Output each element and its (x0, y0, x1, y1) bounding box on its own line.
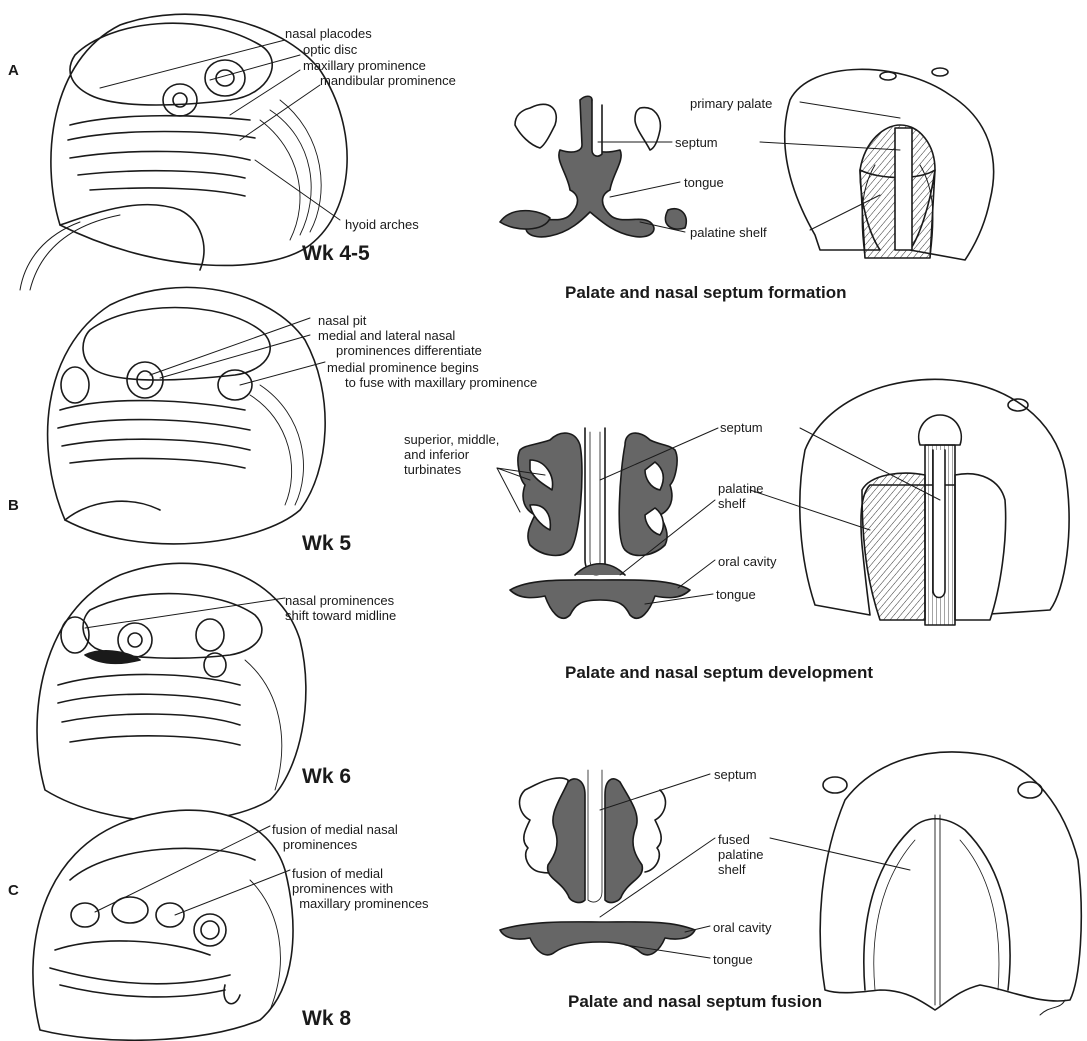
palate-development (800, 379, 1069, 625)
label-oral-cavity-development: oral cavity (718, 554, 777, 569)
caption-development: Palate and nasal septum development (565, 663, 873, 683)
label-tongue-development: tongue (716, 587, 756, 602)
label-nasal-pit: nasal pit (318, 313, 366, 328)
panel-letter-c: C (8, 882, 19, 899)
stage-wk5: Wk 5 (302, 532, 351, 556)
label-palatine-shelf-formation: palatine shelf (690, 225, 767, 240)
embryo-head-wk6 (37, 563, 306, 821)
label-shift-midline: nasal prominences shift toward midline (285, 593, 396, 623)
stage-wk6: Wk 6 (302, 765, 351, 789)
section-fusion (500, 770, 695, 955)
stage-wk8: Wk 8 (302, 1007, 351, 1031)
caption-fusion: Palate and nasal septum fusion (568, 992, 822, 1012)
label-hyoid-arches: hyoid arches (345, 217, 419, 232)
label-oral-cavity-fusion: oral cavity (713, 920, 772, 935)
section-development (510, 428, 690, 618)
label-fusion-medial-nasal: fusion of medial nasal prominences (272, 822, 398, 852)
panel-letter-b: B (8, 497, 19, 514)
label-tongue-formation: tongue (684, 175, 724, 190)
label-fusion-maxillary: fusion of medial prominences with maxill… (292, 866, 429, 911)
embryo-head-wk8 (33, 810, 293, 1040)
label-turbinates: superior, middle, and inferior turbinate… (404, 432, 499, 477)
label-mandibular-prominence: mandibular prominence (320, 73, 456, 88)
caption-formation: Palate and nasal septum formation (565, 283, 847, 303)
label-palatine-shelf-development: palatine shelf (718, 481, 764, 511)
label-fused-palatine-shelf: fused palatine shelf (718, 832, 764, 877)
label-maxillary-prominence: maxillary prominence (303, 58, 426, 73)
palate-fusion (820, 752, 1081, 1015)
label-primary-palate: primary palate (690, 96, 772, 111)
embryo-head-wk5 (48, 287, 326, 543)
label-medial-lateral-nasal: medial and lateral nasal prominences dif… (318, 328, 482, 358)
label-nasal-placodes: nasal placodes (285, 26, 372, 41)
panel-letter-a: A (8, 62, 19, 79)
label-tongue-fusion: tongue (713, 952, 753, 967)
label-medial-fuse-maxillary: medial prominence begins to fuse with ma… (327, 360, 537, 390)
palate-formation (785, 68, 994, 260)
label-optic-disc: optic disc (303, 42, 357, 57)
stage-wk4-5: Wk 4-5 (302, 242, 370, 266)
label-septum-fusion: septum (714, 767, 757, 782)
label-septum-formation: septum (675, 135, 718, 150)
section-formation (500, 96, 686, 237)
label-septum-development: septum (720, 420, 763, 435)
